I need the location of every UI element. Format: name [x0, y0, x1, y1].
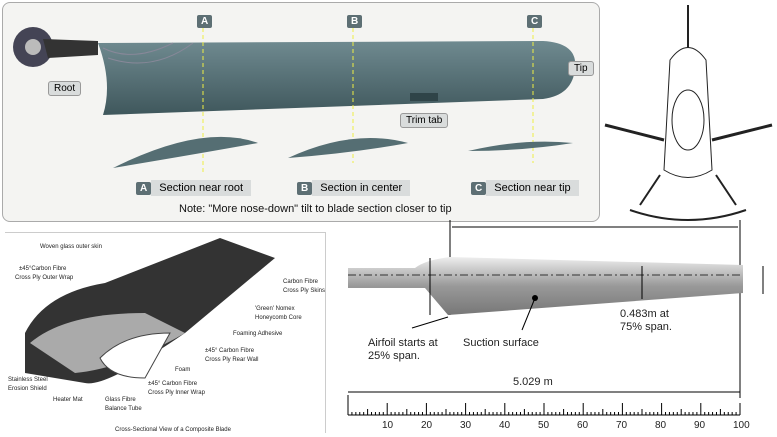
- scale-tick-label: 60: [577, 420, 589, 431]
- label: ±45° Carbon Fibre: [148, 381, 198, 387]
- label: Cross Ply Skins: [283, 288, 326, 294]
- section-text: Section near tip: [486, 180, 579, 196]
- label: ±45° Carbon Fibre: [205, 348, 255, 354]
- scale-tick-label: 40: [499, 420, 511, 431]
- scale-tick-label: 30: [460, 420, 472, 431]
- section-text: Section in center: [312, 180, 411, 196]
- section-letter: A: [136, 182, 152, 195]
- label: Carbon Fibre: [283, 279, 319, 285]
- label: Foam: [175, 367, 191, 373]
- scale-tick-label: 10: [382, 420, 394, 431]
- section-letter: C: [471, 182, 487, 195]
- suction-surface-label: Suction surface: [463, 337, 539, 349]
- marker-b: B: [347, 15, 363, 28]
- blade-illustration: [13, 27, 576, 173]
- tip-callout: Tip: [568, 61, 594, 76]
- label: Heater Mat: [53, 397, 83, 403]
- airfoil-note-line: Airfoil starts at: [368, 337, 438, 349]
- label: Honeycomb Core: [255, 315, 302, 321]
- scale-tick-label: 90: [694, 420, 706, 431]
- length-label: 5.029 m: [513, 376, 553, 388]
- scale-tick-label: 70: [616, 420, 628, 431]
- marker-a: A: [197, 15, 213, 28]
- label: Glass Fibre: [105, 397, 136, 403]
- label: Cross Ply Inner Wrap: [148, 390, 205, 396]
- label: 'Green' Nomex: [255, 306, 295, 312]
- composite-blade-figure: Woven glass outer skin ±45°Carbon Fibre …: [5, 232, 326, 433]
- root-callout: Root: [48, 81, 82, 96]
- trim-tab-callout: Trim tab: [400, 113, 449, 128]
- composite-blade-drawing: [25, 238, 275, 384]
- label: Balance Tube: [105, 406, 142, 412]
- scale-tick-label: 50: [538, 420, 550, 431]
- label: Cross Ply Rear Wall: [205, 357, 259, 363]
- section-letter: B: [297, 182, 313, 195]
- scale-tick-label: 20: [421, 420, 433, 431]
- label: Cross Ply Outer Wrap: [15, 275, 74, 281]
- airfoil-note-line: 25% span.: [368, 350, 420, 362]
- blade-planform-drawing: [347, 220, 764, 416]
- note: Note: "More nose-down" tilt to blade sec…: [179, 203, 452, 215]
- scale-tick-label: 100: [733, 420, 750, 431]
- scale-tick-label: 80: [655, 420, 667, 431]
- section-text: Section near root: [151, 180, 252, 196]
- chord-note-line: 0.483m at: [620, 308, 669, 320]
- label: Woven glass outer skin: [40, 244, 102, 250]
- label: Stainless Steel: [8, 377, 48, 383]
- marker-c: C: [527, 15, 543, 28]
- helicopter-drawing: [604, 5, 773, 221]
- chord-note-line: 75% span.: [620, 321, 672, 333]
- label: ±45°Carbon Fibre: [19, 266, 67, 272]
- label: Foaming Adhesive: [233, 331, 283, 337]
- caption: Cross-Sectional View of a Composite Blad…: [115, 427, 231, 433]
- label: Erosion Shield: [8, 386, 47, 392]
